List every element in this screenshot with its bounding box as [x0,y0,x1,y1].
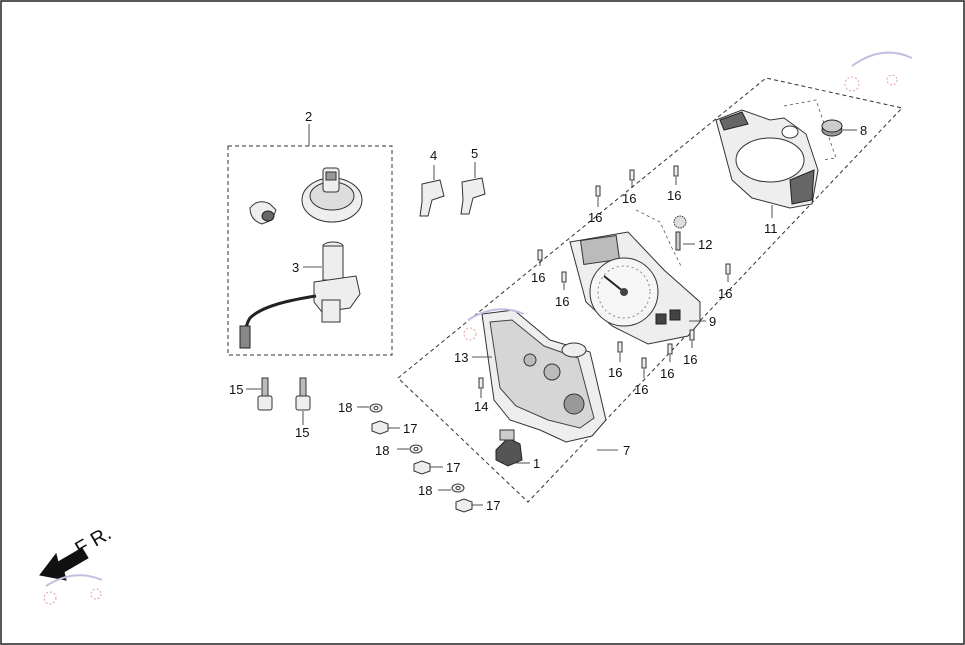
callout-11: 11 [764,221,778,236]
callout-16-4: 16 [531,270,545,285]
watermark-logo-top [844,51,913,92]
screw-16-group: 16 16 16 16 16 16 16 16 16 16 [531,165,732,397]
callout-13: 13 [454,350,468,365]
callout-7: 7 [623,443,630,458]
screw-15-right [295,377,311,411]
light-guide-path [635,209,683,269]
nut-17a [371,420,389,435]
screw-16-9: 16 [660,343,674,381]
washer-18b [409,444,423,454]
callout-5: 5 [471,146,478,161]
screw-16-2: 16 [622,169,636,206]
nut-17c [455,498,473,513]
screw-16-7: 16 [608,341,623,380]
ignition-switch [239,241,361,349]
callout-2: 2 [305,109,312,124]
washer-18c [451,483,465,493]
callout-4: 4 [430,148,437,163]
key-5 [460,177,486,215]
screw-16-3: 16 [667,165,681,203]
callout-17a: 17 [403,421,417,436]
callout-18a: 18 [338,400,352,415]
gear-12 [673,215,687,251]
screw-15-left [257,377,273,411]
callout-16-2: 16 [622,191,636,206]
watermark-logo-mid [463,308,525,341]
callout-16-6: 16 [718,286,732,301]
meter-upper-cover [715,109,819,209]
bulb-socket [495,429,523,467]
callout-17b: 17 [446,460,460,475]
fuel-cap-lock [301,167,363,223]
grommet-8 [821,119,843,137]
screw-16-1: 16 [588,185,602,225]
screw-16-8: 16 [634,357,648,397]
ignition-set-box [227,145,393,356]
washer-18a [369,403,383,413]
screw-16-4: 16 [531,249,545,285]
callout-18b: 18 [375,443,389,458]
nut-17b [413,460,431,475]
callout-16-10: 16 [683,352,697,367]
callout-16-1: 16 [588,210,602,225]
screw-16-5: 16 [555,271,569,309]
callout-1: 1 [533,456,540,471]
screw-14 [478,377,484,389]
meter-assembly-outline [397,77,903,503]
callout-16-7: 16 [608,365,622,380]
callout-16-3: 16 [667,188,681,203]
lock-cylinder [249,201,277,225]
speedometer-unit [569,231,701,345]
screw-16-6: 16 [718,263,732,301]
key-4 [419,179,445,217]
callout-12: 12 [698,237,712,252]
callout-14: 14 [474,399,488,414]
callout-16-5: 16 [555,294,569,309]
callout-16-9: 16 [660,366,674,381]
screw-16-10: 16 [683,329,697,367]
callout-18c: 18 [418,483,432,498]
callout-8: 8 [860,123,867,138]
callout-17c: 17 [486,498,500,513]
callout-3: 3 [292,260,299,275]
meter-lower-case [481,309,607,443]
callout-16-8: 16 [634,382,648,397]
callout-9: 9 [709,314,716,329]
callout-15b: 15 [295,425,309,440]
front-direction-arrow [39,547,89,581]
callout-15a: 15 [229,382,243,397]
watermark-logo-bottom [43,574,103,605]
